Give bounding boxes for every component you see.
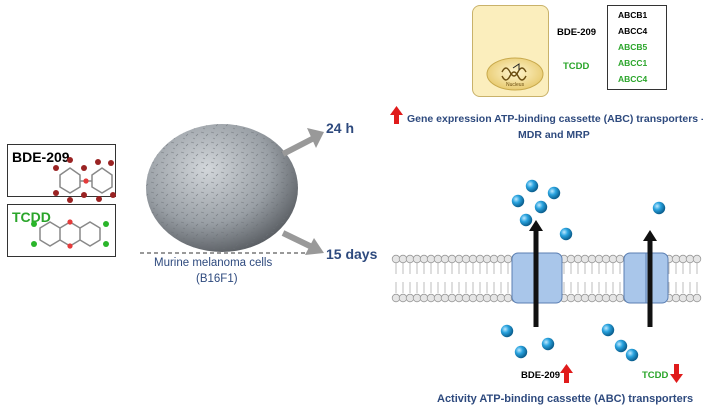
substrate-ball bbox=[547, 186, 561, 200]
membrane-label-bde209: BDE-209 bbox=[521, 370, 561, 381]
substrate-ball bbox=[519, 213, 533, 227]
abc-transporter-tcdd bbox=[623, 252, 669, 304]
gene-group-tcdd-label: TCDD bbox=[563, 61, 590, 72]
membrane-label-tcdd: TCDD bbox=[642, 370, 669, 381]
efflux-arrow-bde209-icon bbox=[529, 220, 543, 327]
cells-label-line1: Murine melanoma cells bbox=[154, 257, 273, 269]
timepoint-15days: 15 days bbox=[326, 246, 378, 262]
bde209-label: BDE-209 bbox=[12, 149, 70, 165]
tcdd-compound-box: TCDD bbox=[7, 204, 116, 257]
substrate-ball bbox=[652, 201, 666, 215]
gene-expression-text-line1: Gene expression ATP-binding cassette (AB… bbox=[407, 113, 703, 125]
tcdd-label: TCDD bbox=[12, 209, 51, 225]
gene-expression-up-arrow-icon bbox=[390, 106, 403, 124]
bde209-molecule-icon bbox=[53, 157, 116, 203]
substrate-ball bbox=[514, 345, 528, 359]
gene-abcc1: ABCC1 bbox=[618, 58, 648, 68]
gene-abcb1: ABCB1 bbox=[618, 10, 648, 20]
substrate-ball bbox=[500, 324, 514, 338]
substrate-molecules bbox=[500, 179, 666, 362]
substrate-ball bbox=[511, 194, 525, 208]
substrate-ball bbox=[614, 339, 628, 353]
cells-label-line2: (B16F1) bbox=[196, 273, 238, 285]
gene-table-box bbox=[607, 5, 667, 90]
substrate-ball bbox=[601, 323, 615, 337]
tcdd-molecule-icon bbox=[31, 219, 109, 249]
tcdd-activity-down-arrow-icon bbox=[670, 364, 683, 383]
gene-expression-text-line2: MDR and MRP bbox=[518, 129, 590, 141]
substrate-ball bbox=[559, 227, 573, 241]
timepoint-24h: 24 h bbox=[326, 120, 355, 136]
gene-abcc4-tcdd: ABCC4 bbox=[618, 74, 648, 84]
substrate-ball bbox=[534, 200, 548, 214]
substrate-ball bbox=[525, 179, 539, 193]
bde209-activity-up-arrow-icon bbox=[560, 364, 573, 383]
gene-abcc4-bde: ABCC4 bbox=[618, 26, 648, 36]
nucleus-label: Nucleus bbox=[506, 82, 525, 88]
gene-abcb5: ABCB5 bbox=[618, 42, 648, 52]
gene-group-bde209-label: BDE-209 bbox=[557, 27, 597, 38]
efflux-arrow-tcdd-icon bbox=[643, 230, 657, 327]
activity-caption: Activity ATP-binding cassette (ABC) tran… bbox=[437, 393, 694, 405]
arrow-15days-icon bbox=[281, 230, 324, 255]
melanoma-cells-sphere bbox=[146, 124, 298, 252]
substrate-ball bbox=[625, 348, 639, 362]
substrate-ball bbox=[541, 337, 555, 351]
nucleus-icon bbox=[486, 57, 544, 91]
arrow-24h-icon bbox=[281, 128, 324, 157]
